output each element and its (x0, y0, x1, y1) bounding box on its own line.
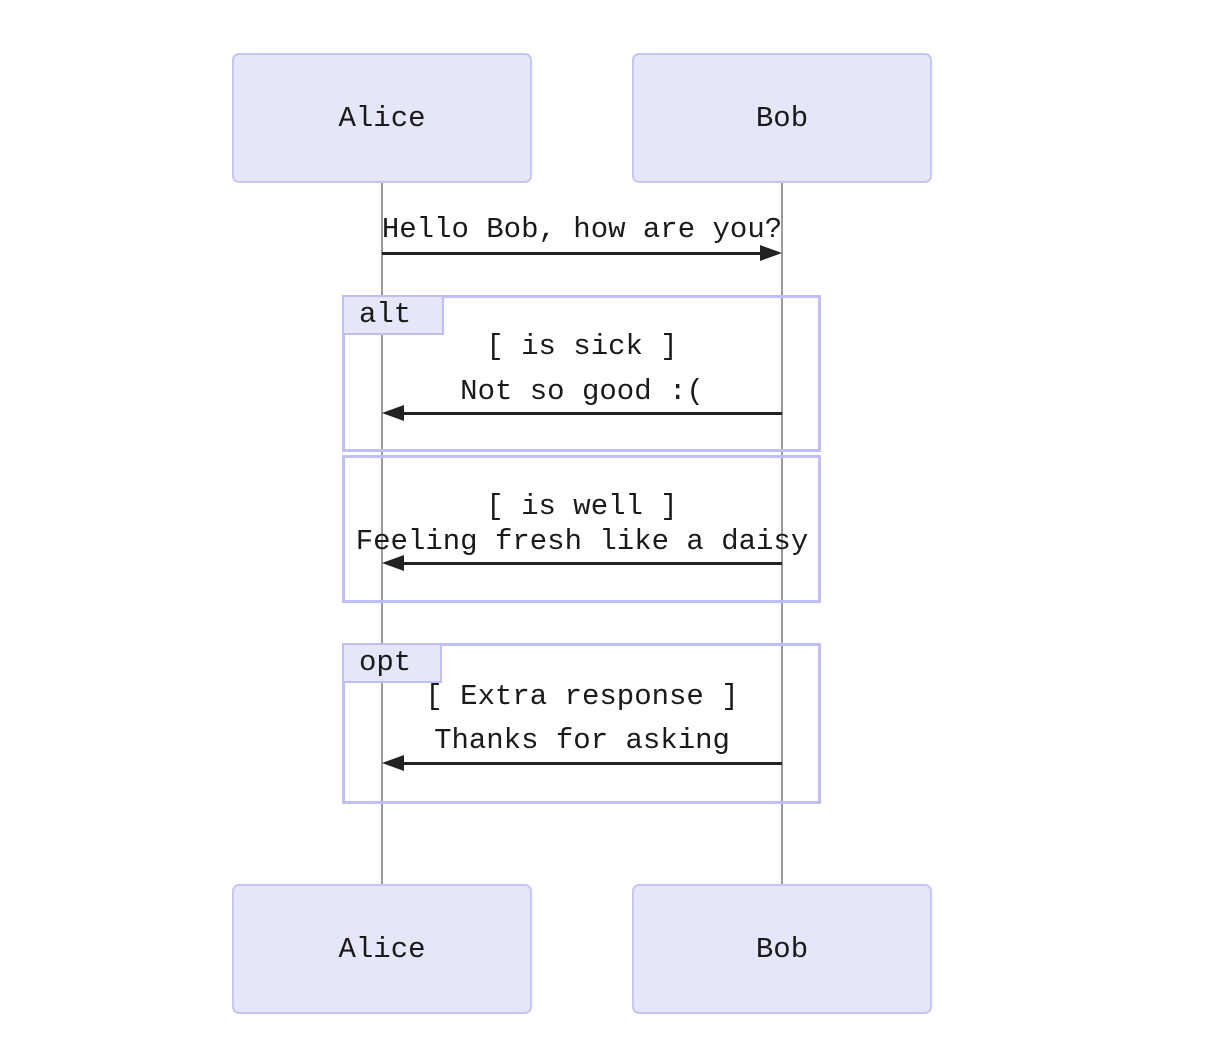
guard-label-is-sick: [ is sick ] (486, 330, 678, 363)
message-arrow-feeling-fresh (404, 562, 782, 565)
alt-frame-section-sick (342, 295, 821, 452)
actor-label-bob-bottom: Bob (755, 932, 809, 966)
guard-label-is-well: [ is well ] (486, 490, 678, 523)
lifeline-bob (781, 183, 783, 884)
alt-operator-label: alt (342, 295, 444, 335)
message-arrow-thanks (404, 762, 782, 765)
arrowhead-left-icon (382, 555, 404, 571)
message-text-feeling-fresh: Feeling fresh like a daisy (355, 525, 809, 558)
alt-frame-section-well (342, 455, 821, 603)
actor-label-alice-bottom: Alice (338, 932, 426, 966)
guard-label-extra-response: [ Extra response ] (425, 680, 739, 713)
actor-box-alice-top: Alice (232, 53, 532, 183)
opt-frame (342, 643, 821, 804)
arrowhead-left-icon (382, 755, 404, 771)
message-arrow-hello (382, 252, 760, 255)
message-text-not-so-good: Not so good :( (460, 375, 704, 408)
lifeline-alice (381, 183, 383, 884)
actor-box-bob-top: Bob (632, 53, 932, 183)
opt-operator-label: opt (342, 643, 442, 683)
actor-label-bob-top: Bob (755, 101, 809, 135)
actor-box-bob-bottom: Bob (632, 884, 932, 1014)
message-text-thanks: Thanks for asking (434, 724, 730, 757)
message-arrow-not-so-good (404, 412, 782, 415)
actor-label-alice-top: Alice (338, 101, 426, 135)
arrowhead-right-icon (760, 245, 782, 261)
message-text-hello: Hello Bob, how are you? (381, 213, 783, 246)
arrowhead-left-icon (382, 405, 404, 421)
actor-box-alice-bottom: Alice (232, 884, 532, 1014)
